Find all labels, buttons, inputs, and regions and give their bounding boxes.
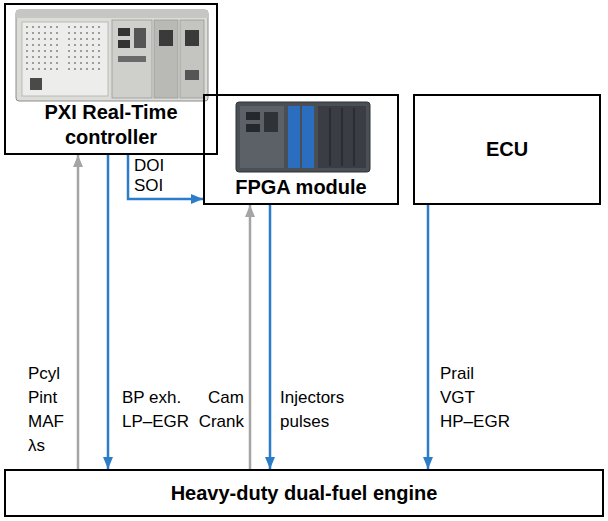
signal-label: Cam Crank [194,386,244,434]
signal-arrow [427,205,430,469]
io-module [302,106,314,168]
pxi-chassis [16,10,208,101]
slot-divider [341,108,343,166]
slot-divider [329,108,331,166]
fpga-chassis [236,102,370,172]
io-module [288,106,300,168]
port [118,28,130,36]
connector [185,70,199,80]
signal-label: Prail VGT HP–EGR [440,362,512,434]
signal-arrow [128,155,203,199]
power-button [30,78,42,90]
node-title: Heavy-duty dual-fuel engine [171,481,438,506]
signal-label: BP exh. LP–EGR [122,386,196,434]
port [118,56,146,62]
chassis-panel [22,22,108,96]
port [118,40,130,48]
signal-arrow [107,155,110,469]
chassis-top [16,10,208,18]
signal-label: Pcyl Pint MAF λs [28,362,74,458]
controller-box: PXI Real-Time controller [4,3,218,155]
signal-label: Injectors pulses [280,386,364,434]
io-module [180,20,204,98]
port [246,112,260,120]
node-title: FPGA module [235,175,366,200]
engine-box: Heavy-duty dual-fuel engine [4,469,604,517]
node-title: ECU [486,137,528,162]
signal-arrow [77,155,80,469]
signal-arrow [269,205,272,469]
node-title: PXI Real-Time controller [12,100,210,150]
controller-module [112,20,152,98]
io-module [154,20,178,98]
fpga-box: FPGA module [203,94,399,205]
ecu-box: ECU [413,94,601,205]
slot-divider [353,108,355,166]
chassis-body [16,10,208,101]
vent-dots [26,26,62,70]
empty-slots [318,106,366,168]
port [264,112,278,132]
connector [159,30,173,46]
signal-label: DOI SOI [134,156,176,196]
vent-dots [68,26,104,70]
chassis-body [236,102,370,172]
port [246,124,260,132]
signal-arrow [249,205,252,469]
connector [185,30,199,46]
controller-unit [240,106,284,168]
port [134,28,146,48]
